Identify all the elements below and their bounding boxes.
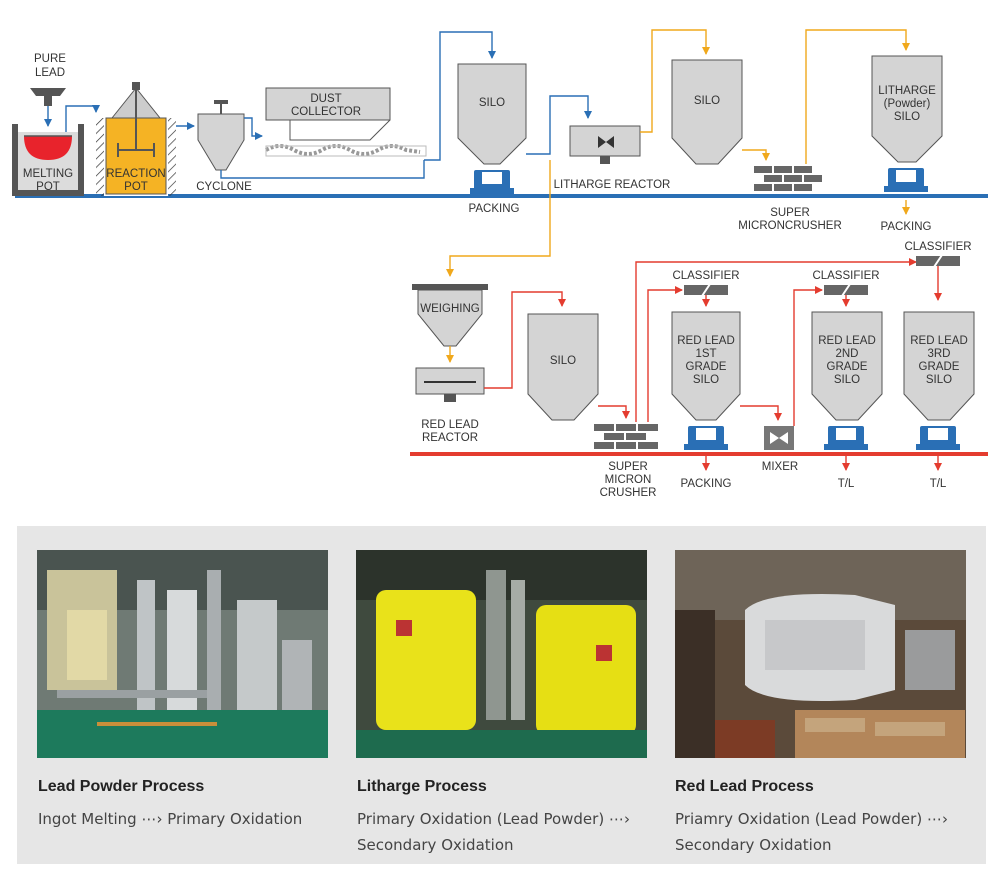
- super-microncrusher: [754, 166, 822, 191]
- packing-station-1: [470, 170, 514, 194]
- litharge-silo-label-1: LITHARGE: [878, 85, 936, 97]
- red-lead-1st-label-2: 1ST: [695, 348, 716, 360]
- cyclone-label: CYCLONE: [196, 181, 252, 193]
- process-flow-diagram: PURE LEAD MELTING POT REACTION POT CYCLO…: [12, 29, 988, 499]
- reaction-pot-label-1: REACTION: [106, 168, 165, 180]
- weighing-label: WEIGHING: [420, 303, 479, 315]
- litharge-reactor-label: LITHARGE REACTOR: [554, 179, 671, 191]
- red-lead-process-title: Red Lead Process: [675, 778, 814, 795]
- silo-2: [671, 59, 743, 165]
- tl-2-label: T/L: [930, 478, 947, 490]
- classifier-1-label: CLASSIFIER: [672, 270, 739, 282]
- process-photos-panel: Lead Powder Process Ingot Melting ⋯› Pri…: [17, 526, 986, 864]
- super-micron-crusher-label-3: CRUSHER: [600, 487, 657, 499]
- litharge-process-photo: [356, 550, 647, 758]
- red-lead-1st-label-3: GRADE: [686, 361, 727, 373]
- silo-3-label: SILO: [550, 355, 576, 367]
- melting-pot: [12, 124, 84, 196]
- silo-1: [457, 63, 527, 165]
- litharge-reactor: [569, 125, 641, 164]
- reaction-pot: [96, 82, 176, 196]
- silo-3: [527, 313, 599, 421]
- mixer-label: MIXER: [762, 461, 798, 473]
- packing-station-3: [684, 426, 728, 450]
- super-micron-crusher: [594, 424, 658, 449]
- red-lead-2nd-label-3: GRADE: [827, 361, 868, 373]
- red-lead-3rd-label-1: RED LEAD: [910, 335, 968, 347]
- packing-station-4: [824, 426, 868, 450]
- red-lead-1st-label-1: RED LEAD: [677, 335, 735, 347]
- classifier-3-label: CLASSIFIER: [904, 241, 971, 253]
- dust-collector: [265, 87, 427, 157]
- red-lead-2nd-grade-silo: [811, 311, 883, 421]
- pure-lead-funnel: [30, 88, 66, 106]
- lead-powder-process-title: Lead Powder Process: [38, 778, 205, 795]
- red-lead-3rd-label-4: SILO: [926, 374, 952, 386]
- red-lead-3rd-grade-silo: [903, 311, 975, 421]
- red-lead-2nd-label-4: SILO: [834, 374, 860, 386]
- red-lead-3rd-label-2: 3RD: [927, 348, 950, 360]
- classifier-3: [916, 254, 960, 268]
- cyclone: [197, 100, 245, 171]
- packing-station-5: [916, 426, 960, 450]
- dust-collector-label-2: COLLECTOR: [291, 106, 361, 118]
- classifier-2: [824, 283, 868, 297]
- red-lead-3rd-label-3: GRADE: [919, 361, 960, 373]
- tl-1-label: T/L: [838, 478, 855, 490]
- weighing-hopper: [412, 284, 488, 347]
- litharge-process-title: Litharge Process: [357, 778, 487, 795]
- super-micron-crusher-label-1: SUPER: [608, 461, 648, 473]
- silo-1-label: SILO: [479, 97, 505, 109]
- super-micron-crusher-label-2: MICRON: [605, 474, 652, 486]
- red-lead-2nd-label-2: 2ND: [835, 348, 858, 360]
- litharge-silo-label-3: SILO: [894, 111, 920, 123]
- melting-pot-label-1: MELTING: [23, 168, 73, 180]
- pure-lead-label-2: LEAD: [35, 67, 65, 79]
- packing-station-2: [884, 168, 928, 192]
- litharge-silo: [871, 55, 943, 163]
- red-lead-process-photo: [675, 550, 966, 758]
- super-microncrusher-label-2: MICRONCRUSHER: [738, 220, 842, 232]
- super-microncrusher-label-1: SUPER: [770, 207, 810, 219]
- litharge-silo-label-2: (Powder): [884, 98, 931, 110]
- lead-powder-process-description: Ingot Melting ⋯› Primary Oxidation: [38, 810, 303, 828]
- packing-1-label: PACKING: [469, 203, 520, 215]
- red-lead-reactor-label-2: REACTOR: [422, 432, 478, 444]
- dust-collector-label-1: DUST: [310, 93, 341, 105]
- melting-pot-label-2: POT: [36, 181, 60, 193]
- red-lead-reactor: [415, 367, 485, 402]
- packing-3-label: PACKING: [681, 478, 732, 490]
- mixer: [764, 426, 794, 450]
- red-lead-1st-grade-silo: [671, 311, 741, 421]
- reaction-pot-label-2: POT: [124, 181, 148, 193]
- lead-powder-process-photo: [37, 550, 328, 758]
- classifier-2-label: CLASSIFIER: [812, 270, 879, 282]
- pure-lead-label-1: PURE: [34, 53, 66, 65]
- red-lead-process-description: Priamry Oxidation (Lead Powder) ⋯› Secon…: [675, 810, 948, 854]
- red-lead-1st-label-4: SILO: [693, 374, 719, 386]
- red-lead-reactor-label-1: RED LEAD: [421, 419, 479, 431]
- packing-2-label: PACKING: [881, 221, 932, 233]
- litharge-process-description: Primary Oxidation (Lead Powder) ⋯› Secon…: [357, 810, 630, 854]
- silo-2-label: SILO: [694, 95, 720, 107]
- red-lead-2nd-label-1: RED LEAD: [818, 335, 876, 347]
- classifier-1: [684, 283, 728, 297]
